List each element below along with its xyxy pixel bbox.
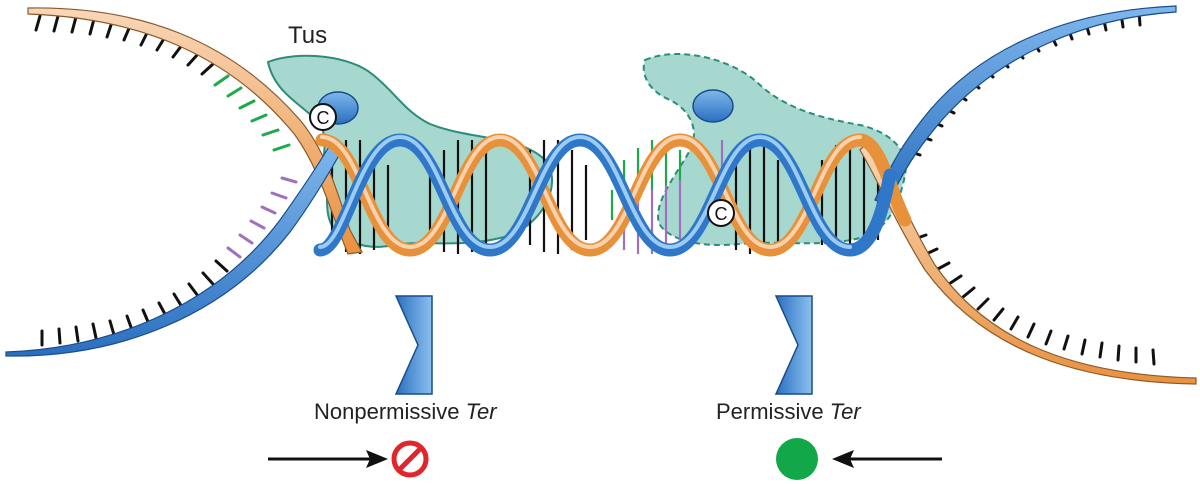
- tus-label: Tus: [288, 22, 328, 49]
- pass-through-icon: [776, 438, 818, 480]
- base-teeth-right-upper: [903, 9, 1142, 157]
- c-residue-left: C: [309, 103, 337, 131]
- blocked-icon: [391, 440, 429, 478]
- permissive-ter-label: Permissive Ter: [716, 399, 861, 425]
- permissive-word: Permissive: [716, 399, 824, 424]
- ter-word-left: Ter: [465, 399, 497, 424]
- ter-word-right: Ter: [829, 399, 861, 424]
- ter-block-right: [774, 295, 813, 395]
- right-arm-blue-strand: [874, 5, 1177, 206]
- c-residue-right: C: [707, 199, 735, 227]
- tus-knob-right: [692, 89, 734, 123]
- left-arm-tan-strand: [27, 7, 363, 255]
- nonpermissive-ter-label: Nonpermissive Ter: [314, 399, 497, 425]
- base-teeth-left-upper: [34, 14, 291, 152]
- nonpermissive-word: Nonpermissive: [314, 399, 460, 424]
- arrow-left-pointing: [832, 450, 942, 468]
- right-arm-tan-strand: [859, 139, 1197, 385]
- c-residue-left-label: C: [317, 108, 330, 128]
- helix-tan-strand-highlight: [320, 134, 862, 250]
- helix-blue-strand-highlight: [318, 134, 852, 250]
- arrow-right-pointing: [268, 450, 388, 468]
- ter-block-left: [394, 295, 433, 395]
- left-arm-blue-strand: [5, 144, 343, 357]
- base-teeth-right-lower: [910, 233, 1156, 366]
- c-residue-right-label: C: [715, 204, 728, 224]
